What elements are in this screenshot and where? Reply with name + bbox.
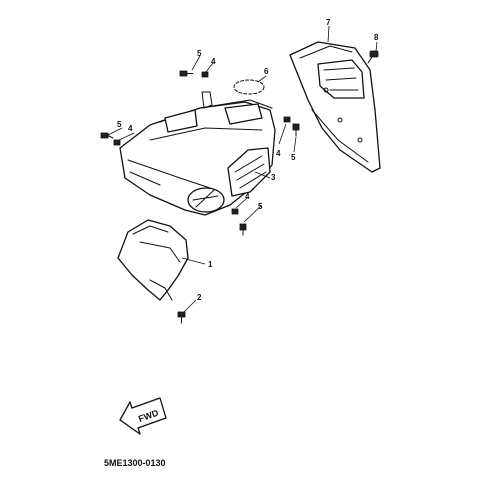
screw-5-right [292,123,300,137]
rear-flap-panel [289,41,381,173]
screw-5-bottom [239,223,247,236]
nut-4-top [201,71,209,78]
nut-4-right [283,116,291,123]
callout-5-top: 5 [197,49,202,58]
bolt-2 [177,311,186,324]
callout-4-right: 4 [276,149,281,158]
nut-4-left [113,139,121,146]
leader-lines [107,25,378,313]
front-fender [117,219,189,301]
callout-4-top: 4 [211,57,216,66]
callout-5-left: 5 [117,120,122,129]
diagram-code: 5ME1300-0130 [104,458,166,468]
callout-labels: 1 2 3 4 4 4 4 5 5 5 5 6 7 8 [117,18,379,302]
screw-5-top [179,70,194,77]
nut-4-bottom [231,208,239,215]
ring-6 [233,79,265,95]
lower-cover [119,91,276,216]
callout-1: 1 [208,260,213,269]
screw-5-left [100,132,114,139]
callout-4-left: 4 [128,124,133,133]
callout-3: 3 [271,173,276,182]
callout-6: 6 [264,67,269,76]
callout-4-bottom: 4 [245,192,250,201]
callout-5-right: 5 [291,153,296,162]
bolt-8 [367,50,379,64]
fwd-arrow: FWD [119,397,167,435]
callout-5-bottom: 5 [258,202,263,211]
callout-2: 2 [197,293,202,302]
callout-8: 8 [374,33,379,42]
callout-7: 7 [326,18,331,27]
